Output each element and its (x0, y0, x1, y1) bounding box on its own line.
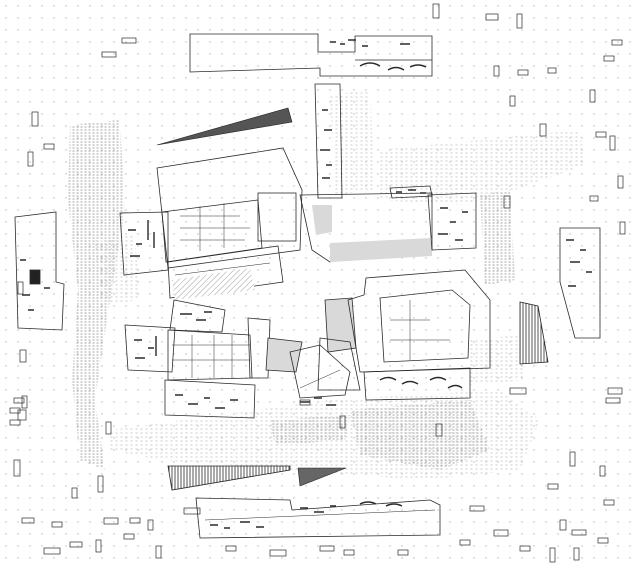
small-rect (617, 175, 624, 189)
small-rect (573, 547, 580, 561)
small-rect (43, 547, 61, 555)
small-rect (101, 51, 117, 58)
west-far-building (14, 211, 65, 331)
hatched-wedge-east (519, 301, 549, 365)
small-rect (547, 67, 557, 74)
east-far-building (559, 227, 601, 339)
small-rect (155, 545, 162, 559)
small-rect (435, 423, 443, 437)
hatched-wedge-south (167, 465, 291, 491)
small-rect (147, 519, 154, 531)
small-rect (516, 13, 523, 29)
small-rect (123, 533, 135, 540)
small-rect (549, 547, 556, 563)
small-rect (539, 123, 547, 137)
ground-texture (68, 90, 585, 480)
small-rect (397, 549, 409, 556)
small-rect (129, 517, 141, 524)
small-rect (597, 537, 609, 544)
east-main-building (347, 269, 491, 401)
small-rect (69, 541, 83, 548)
small-rect (605, 397, 621, 404)
west-lower-building (124, 299, 271, 419)
west-upper-building (119, 147, 303, 299)
small-rect (571, 529, 587, 536)
central-tower-outline (314, 83, 343, 199)
small-rect (519, 545, 531, 552)
small-rect (432, 3, 440, 19)
small-rect (603, 55, 615, 62)
small-rect (97, 475, 104, 493)
small-rect (547, 483, 559, 490)
small-rect (19, 349, 27, 363)
small-rect (9, 419, 21, 426)
dark-triangle-south (297, 467, 347, 487)
connector-block (299, 185, 477, 263)
small-rect (225, 545, 237, 552)
north-building-outline (189, 33, 433, 77)
small-rect (339, 415, 346, 429)
small-rect (51, 521, 63, 528)
small-rect (517, 69, 529, 76)
small-rect (607, 387, 623, 395)
small-rect (13, 397, 25, 404)
small-rect (9, 407, 21, 414)
small-rect (589, 195, 599, 202)
central-courtyard (265, 297, 361, 406)
small-rect (27, 151, 34, 167)
small-rect (609, 135, 616, 151)
dark-wedge-north (156, 107, 293, 146)
small-rect (509, 387, 527, 395)
small-rect (509, 95, 516, 107)
small-rect (595, 131, 607, 138)
small-rect (603, 499, 615, 506)
small-rect (459, 539, 471, 546)
small-rect (611, 39, 623, 46)
small-rect (71, 487, 78, 499)
small-rect (21, 395, 28, 409)
small-rect (599, 465, 606, 477)
small-rect (503, 195, 511, 209)
small-rect (493, 65, 500, 77)
small-rect (319, 545, 335, 552)
south-building (195, 497, 441, 539)
small-rect (485, 13, 499, 21)
small-rect (619, 221, 626, 235)
small-rect (183, 507, 201, 515)
small-rect (469, 505, 485, 512)
small-rect (269, 549, 287, 557)
small-rect (569, 451, 576, 467)
small-rect (299, 399, 311, 406)
small-rect (21, 517, 35, 524)
small-rect (105, 421, 112, 435)
small-rect (31, 111, 39, 127)
small-rect (13, 459, 21, 477)
small-rect (17, 409, 27, 421)
small-rect (95, 539, 102, 553)
small-rect (343, 549, 355, 556)
terrain-hatch-west (172, 268, 255, 300)
small-rect (17, 281, 24, 295)
small-rect (559, 519, 567, 531)
small-rect (121, 37, 137, 44)
scattered-elements (9, 3, 626, 563)
small-rect (43, 143, 55, 150)
small-rect (103, 517, 119, 525)
small-rect (493, 529, 509, 537)
small-rect (589, 89, 596, 103)
